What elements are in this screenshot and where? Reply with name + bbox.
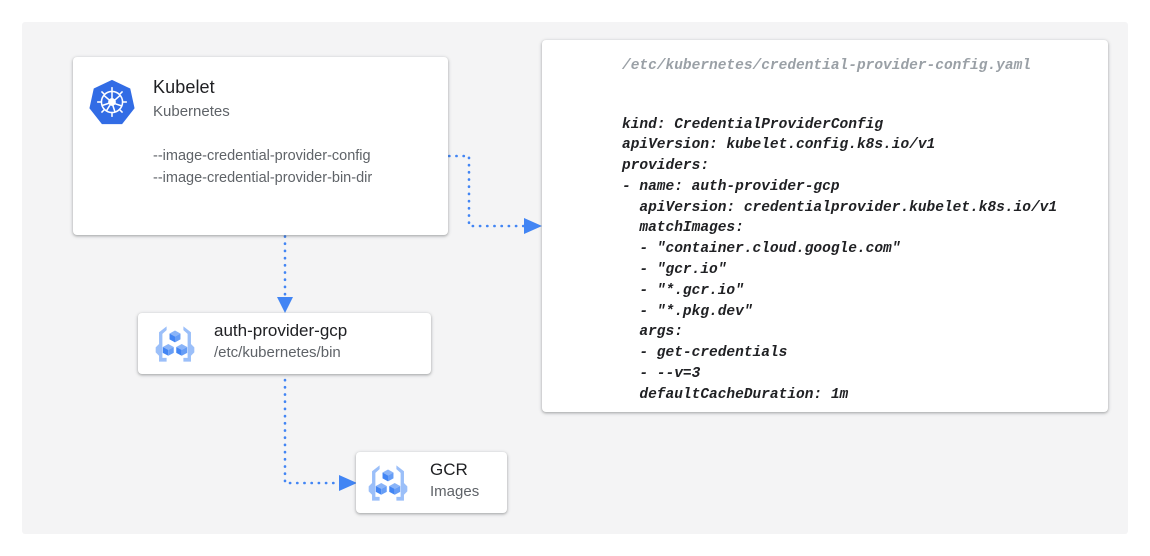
kubelet-card[interactable]: Kubelet Kubernetes --image-credential-pr… (73, 57, 448, 235)
container-registry-icon (155, 326, 195, 362)
auth-provider-card[interactable]: auth-provider-gcp /etc/kubernetes/bin (138, 313, 431, 374)
kubelet-title: Kubelet (153, 77, 215, 97)
gcr-card[interactable]: GCR Images (356, 452, 507, 513)
auth-provider-subtitle: /etc/kubernetes/bin (214, 344, 341, 361)
gcr-subtitle: Images (430, 483, 480, 500)
yaml-file-path: /etc/kubernetes/credential-provider-conf… (622, 58, 1031, 74)
yaml-content: kind: CredentialProviderConfig apiVersio… (622, 116, 1058, 403)
kubelet-flag-config: --image-credential-provider-config (153, 148, 371, 164)
auth-provider-title: auth-provider-gcp (214, 321, 348, 340)
kubernetes-logo-icon (89, 79, 135, 125)
kubelet-subtitle: Kubernetes (153, 103, 230, 120)
kubelet-flag-bin-dir: --image-credential-provider-bin-dir (153, 170, 373, 186)
yaml-config-panel: /etc/kubernetes/credential-provider-conf… (542, 40, 1108, 412)
container-registry-icon (368, 465, 408, 501)
gcr-title: GCR (430, 460, 468, 479)
